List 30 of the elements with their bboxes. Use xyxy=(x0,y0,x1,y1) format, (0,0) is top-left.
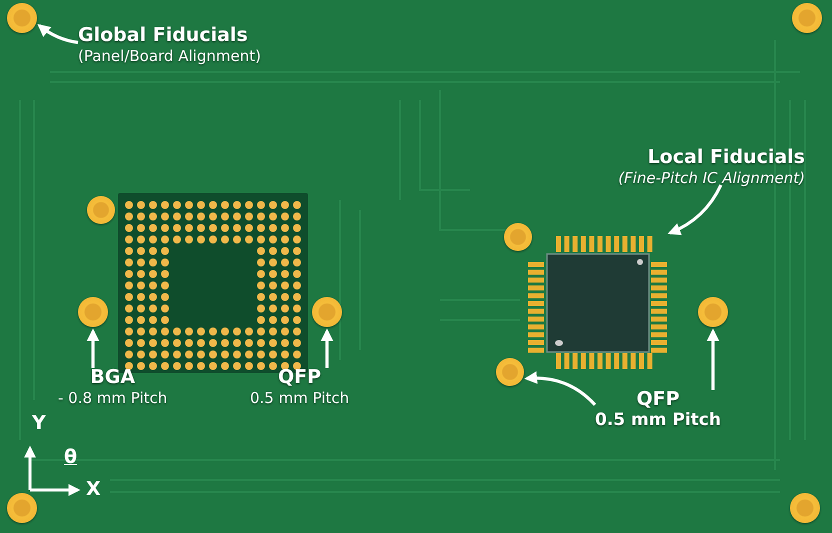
callout-title: QFP xyxy=(278,366,322,388)
callout-title: Local Fiducials xyxy=(648,146,805,168)
callout-subtitle: 0.5 mm Pitch xyxy=(250,389,350,407)
fiducial-pad xyxy=(790,493,820,523)
arrow xyxy=(37,24,78,44)
fiducial-pad xyxy=(7,3,37,33)
arrow xyxy=(668,184,722,235)
axis-label: X xyxy=(86,478,101,500)
callout-title: QFP xyxy=(636,388,680,410)
callout-subtitle: - 0.8 mm Pitch xyxy=(58,389,168,407)
arrow xyxy=(86,328,100,368)
fiducial-pad xyxy=(312,297,342,327)
callout-title: Global Fiducials xyxy=(78,24,248,46)
fiducial-pad xyxy=(698,297,728,327)
callout-subtitle: (Panel/Board Alignment) xyxy=(78,47,261,65)
callout-subtitle: 0.5 mm Pitch xyxy=(595,410,721,430)
fiducial-pad xyxy=(7,493,37,523)
axis-label: Y xyxy=(32,412,46,434)
qfp-chip-drawing xyxy=(528,236,667,369)
rotation-label: θ xyxy=(64,446,78,468)
fiducial-pad xyxy=(496,358,524,386)
fiducial-pad xyxy=(78,297,108,327)
callout-subtitle: (Fine-Pitch IC Alignment) xyxy=(618,169,805,187)
arrow xyxy=(524,372,596,406)
callout-title: BGA xyxy=(90,366,136,388)
arrow xyxy=(706,328,720,390)
fiducial-pad xyxy=(504,223,532,251)
fiducial-pad xyxy=(87,196,115,224)
arrow xyxy=(320,328,334,368)
fiducial-pad xyxy=(792,3,822,33)
